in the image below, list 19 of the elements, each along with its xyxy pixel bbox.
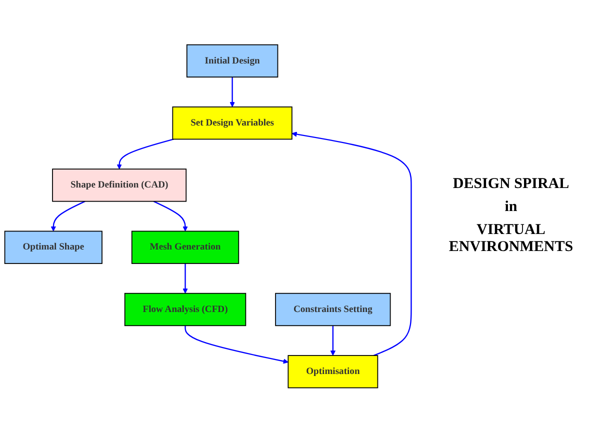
arrow [230,76,235,107]
arrow [50,200,86,232]
node-box: Mesh Generation [131,230,240,264]
node-box: Optimal Shape [4,230,102,264]
arrow [330,325,336,356]
center-heading: VIRTUAL ENVIRONMENTS [448,222,574,256]
node-box: Flow Analysis (CFD) [124,292,246,326]
arrow [153,200,188,232]
center-heading: in [504,199,518,216]
arrow [184,325,288,364]
node-box: Optimisation [288,354,378,388]
arrow [182,263,188,294]
node-box: Constraints Setting [275,292,391,326]
arrow [292,131,412,356]
node-box: Set Design Variables [172,106,292,140]
arrow [116,138,174,170]
node-box: Shape Definition (CAD) [52,168,187,202]
center-heading: DESIGN SPIRAL [452,176,570,193]
node-box: Initial Design [186,44,278,78]
